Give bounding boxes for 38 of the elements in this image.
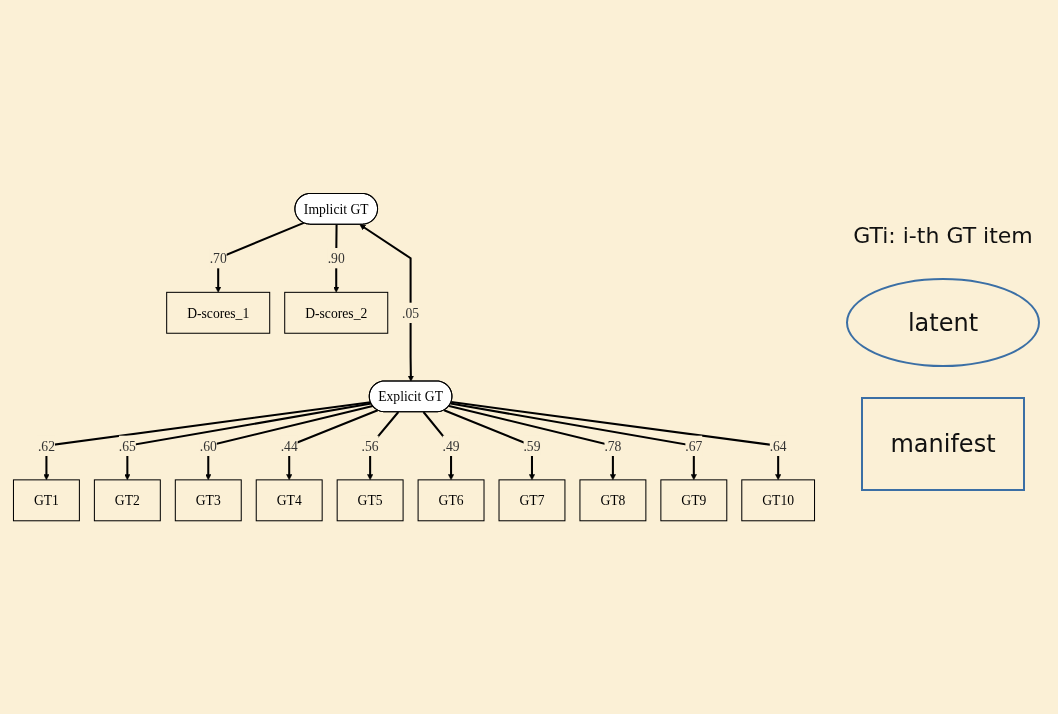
node-box: GT8: [579, 479, 647, 522]
arrow: [448, 404, 616, 480]
legend-box: manifest: [861, 397, 1025, 491]
arrow: [359, 224, 414, 382]
arrow: [43, 401, 371, 480]
edge-label: .67: [685, 438, 703, 454]
arrow: [451, 400, 782, 480]
edge-label: .90: [327, 250, 345, 266]
node-box: GT1: [12, 479, 80, 522]
edge-label: .60: [199, 438, 217, 454]
edge-label: .65: [118, 438, 136, 454]
node-box: GT2: [93, 479, 161, 522]
node-box: GT4: [255, 479, 323, 522]
edge-label: .70: [209, 250, 227, 266]
edge-label: .49: [442, 438, 460, 454]
edge-label: .56: [361, 438, 379, 454]
node-box: D-scores_2: [284, 291, 389, 334]
edge-label: .44: [280, 438, 298, 454]
legend-ellipse: latent: [846, 278, 1040, 367]
edge-label: .05: [402, 305, 420, 321]
arrow: [215, 221, 305, 293]
arrow: [286, 409, 379, 480]
node-box: GT7: [498, 479, 566, 522]
arrow: [205, 404, 373, 480]
note-text: GTi: i-th GT item: [853, 223, 1033, 248]
edge-label: .62: [37, 438, 55, 454]
edge-label: .59: [523, 438, 541, 454]
node-box: GT3: [174, 479, 242, 522]
arrow: [124, 402, 372, 480]
node-box: D-scores_1: [166, 291, 271, 334]
node-box: GT5: [336, 479, 404, 522]
edge-label: .78: [604, 438, 622, 454]
arrow: [443, 409, 535, 480]
node-box: GT6: [417, 479, 485, 522]
arrow: [450, 402, 697, 480]
edge-label: .64: [769, 438, 787, 454]
node-box: GT10: [741, 479, 816, 522]
node-box: GT9: [660, 479, 728, 522]
